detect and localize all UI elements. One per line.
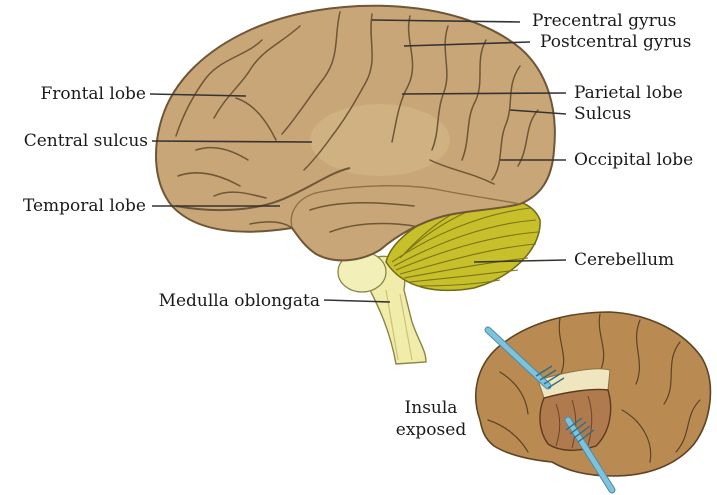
main-brain — [155, 4, 556, 365]
retractor-upper — [484, 326, 565, 390]
leader-central-sulcus — [151, 140, 313, 143]
leader-parietal — [401, 92, 567, 95]
label-postcentral-gyrus: Postcentral gyrus — [540, 32, 692, 52]
label-temporal-lobe: Temporal lobe — [22, 196, 146, 216]
leader-sulcus — [509, 109, 567, 115]
leader-precentral — [371, 19, 521, 23]
leader-postcentral — [403, 41, 531, 47]
label-insula-exposed: Insula exposed — [395, 398, 467, 440]
label-parietal-lobe: Parietal lobe — [574, 83, 683, 103]
retractor-lower — [564, 416, 616, 494]
leader-lines — [149, 19, 567, 303]
label-sulcus: Sulcus — [574, 104, 632, 124]
leader-medulla — [323, 299, 391, 303]
inset-brain-insula — [475, 311, 712, 494]
label-occipital-lobe: Occipital lobe — [574, 150, 694, 170]
label-frontal-lobe: Frontal lobe — [40, 84, 146, 104]
label-cerebellum: Cerebellum — [574, 250, 675, 270]
label-precentral-gyrus: Precentral gyrus — [532, 11, 677, 31]
leader-frontal — [149, 93, 247, 97]
label-central-sulcus: Central sulcus — [23, 131, 148, 151]
leader-cerebellum — [473, 259, 567, 263]
label-medulla-oblongata: Medulla oblongata — [158, 291, 320, 311]
